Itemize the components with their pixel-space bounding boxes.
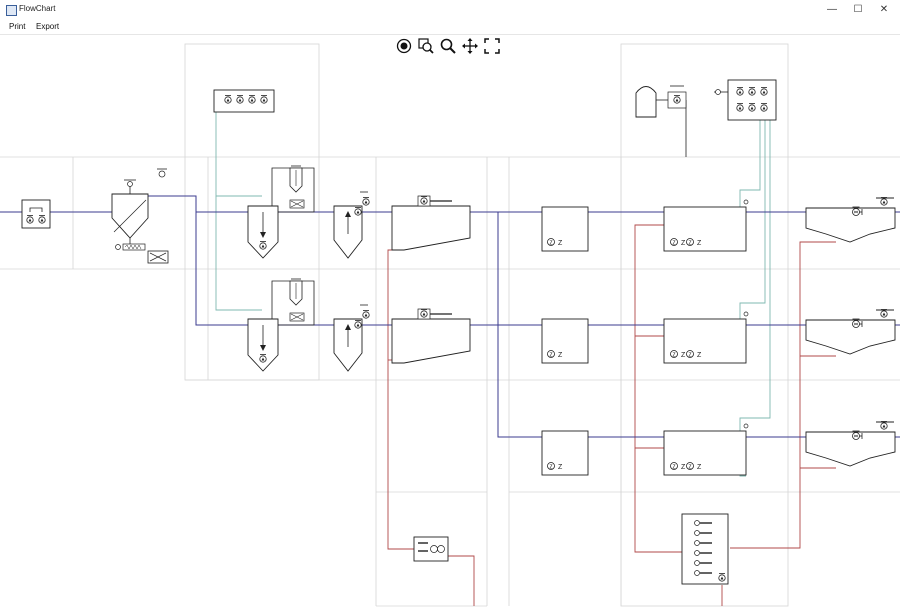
secondary-clarifier-2[interactable] [805, 309, 896, 355]
svg-text:Z: Z [558, 464, 563, 471]
maximize-button[interactable]: ☐ [853, 4, 863, 15]
clarifier-cone-2[interactable] [333, 304, 370, 372]
center-view-icon[interactable] [396, 38, 412, 54]
distribution-chamber-2[interactable] [391, 308, 471, 364]
title-bar: FlowChart — ☐ ✕ [0, 0, 900, 20]
return-lines [387, 224, 836, 606]
aeration-tank-2[interactable]: Z Z [663, 311, 749, 364]
anoxic-tank-2[interactable]: Z [541, 318, 589, 364]
secondary-clarifier-1[interactable] [805, 197, 896, 243]
svg-text:Z: Z [558, 240, 563, 247]
inlet-screen[interactable] [111, 168, 169, 264]
menu-bar: Print Export [0, 20, 900, 35]
clarifier-cone-1[interactable] [333, 191, 370, 259]
zoom-icon[interactable] [440, 38, 456, 54]
control-lines [656, 91, 728, 157]
blower-panel-2[interactable] [715, 79, 777, 121]
close-button[interactable]: ✕ [879, 4, 889, 15]
svg-text:Z: Z [697, 240, 702, 247]
sludge-pump-box[interactable] [413, 536, 449, 562]
menu-print[interactable]: Print [9, 22, 26, 31]
gas-tank[interactable] [635, 85, 687, 118]
svg-text:Z: Z [681, 240, 686, 247]
dosing-panel[interactable] [681, 513, 729, 585]
secondary-clarifier-3[interactable] [805, 421, 896, 467]
svg-text:Z: Z [697, 352, 702, 359]
fit-screen-icon[interactable] [484, 38, 500, 54]
zoom-to-fit-icon[interactable] [418, 38, 434, 54]
svg-text:Z: Z [681, 464, 686, 471]
aeration-tank-3[interactable]: Z Z [663, 423, 749, 476]
svg-text:Z: Z [697, 464, 702, 471]
svg-text:Z: Z [681, 352, 686, 359]
anoxic-tank-1[interactable]: Z [541, 206, 589, 252]
blower-panel-1[interactable] [213, 89, 275, 113]
minimize-button[interactable]: — [827, 4, 837, 15]
anoxic-tank-3[interactable]: Z [541, 430, 589, 476]
inlet-pump-pit[interactable] [21, 199, 51, 229]
pan-icon[interactable] [462, 38, 478, 54]
distribution-chamber-1[interactable] [391, 195, 471, 251]
window-title: FlowChart [19, 4, 56, 13]
aeration-tank-1[interactable]: Z Z [663, 199, 749, 252]
primary-tank-2[interactable] [247, 278, 315, 372]
app-icon [6, 5, 17, 16]
flowchart-canvas[interactable]: Z [0, 35, 900, 616]
svg-text:Z: Z [558, 352, 563, 359]
menu-export[interactable]: Export [36, 22, 60, 31]
primary-tank-1[interactable] [247, 165, 315, 259]
